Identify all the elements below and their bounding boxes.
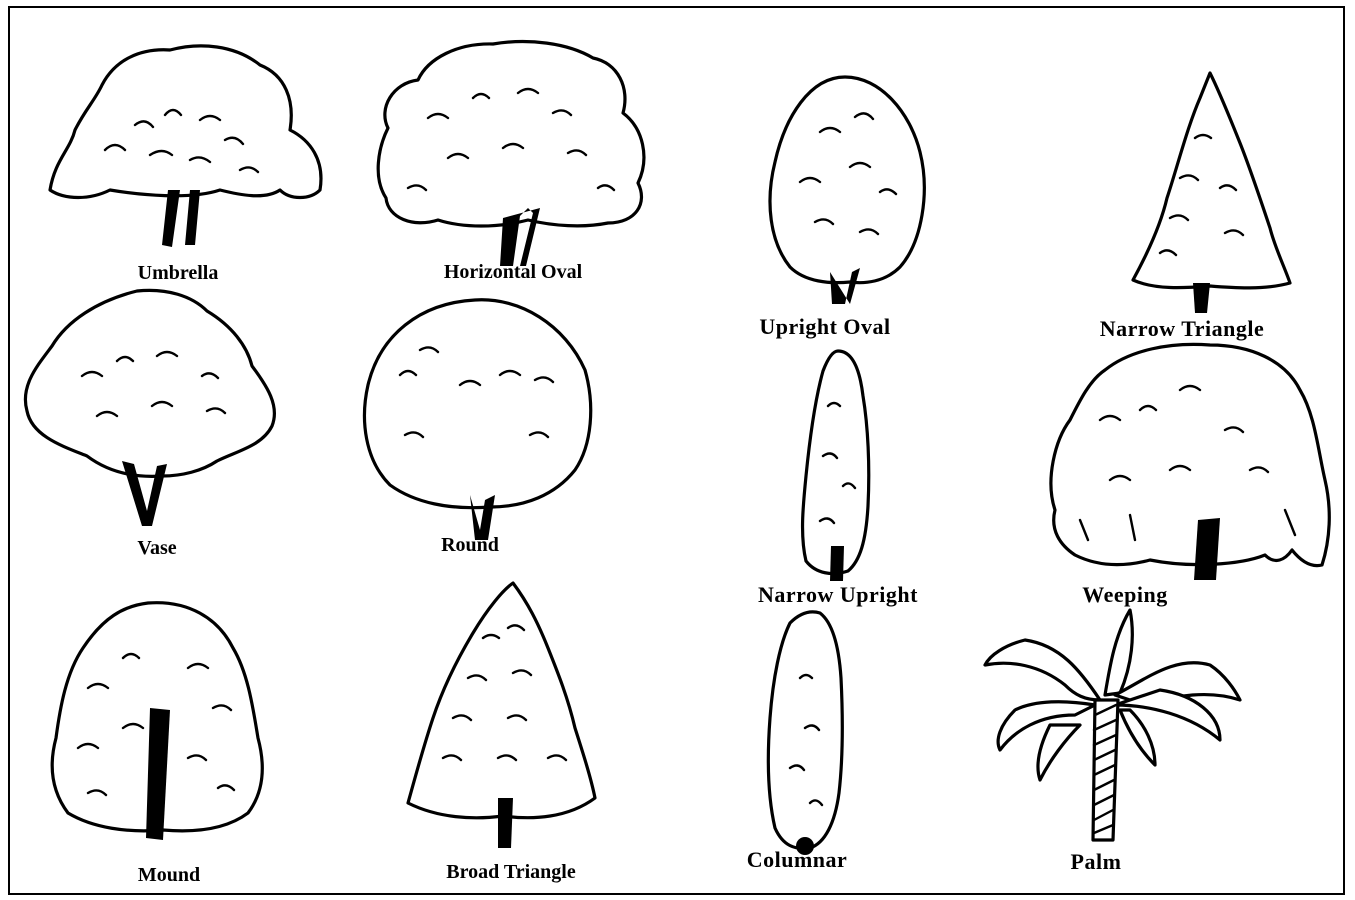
palm-tree-icon <box>980 605 1245 850</box>
umbrella-tree-icon <box>40 40 330 255</box>
label-mound: Mound <box>138 864 200 887</box>
narrow-triangle-tree-icon <box>1125 68 1295 318</box>
weeping-tree-icon <box>1040 340 1335 585</box>
label-columnar: Columnar <box>747 847 848 873</box>
columnar-tree-icon <box>765 608 850 858</box>
mound-tree-icon <box>48 598 268 848</box>
label-narrow-triangle: Narrow Triangle <box>1100 316 1265 342</box>
label-broad-triangle: Broad Triangle <box>446 861 575 884</box>
broad-triangle-tree-icon <box>403 578 603 850</box>
narrow-upright-tree-icon <box>798 346 883 586</box>
label-vase: Vase <box>137 537 176 560</box>
label-palm: Palm <box>1071 849 1122 875</box>
horizontal-oval-tree-icon <box>368 38 653 268</box>
label-round: Round <box>441 534 499 557</box>
label-umbrella: Umbrella <box>138 262 219 285</box>
label-upright-oval: Upright Oval <box>759 314 890 340</box>
label-horizontal-oval: Horizontal Oval <box>444 261 582 284</box>
round-tree-icon <box>360 295 595 545</box>
label-narrow-upright: Narrow Upright <box>758 582 918 608</box>
upright-oval-tree-icon <box>760 72 930 312</box>
vase-tree-icon <box>22 286 282 536</box>
